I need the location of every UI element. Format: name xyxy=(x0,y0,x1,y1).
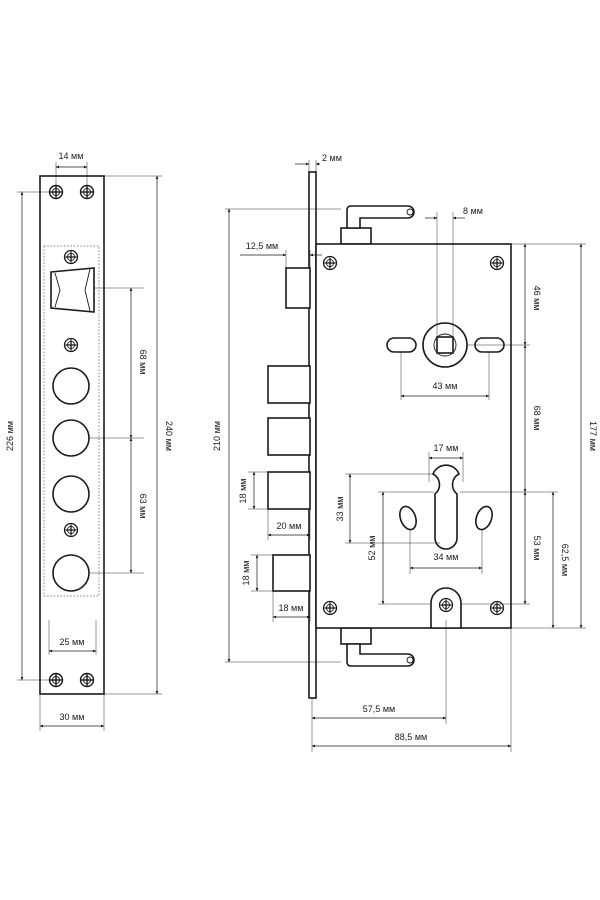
deadbolt-side xyxy=(267,417,311,456)
dimension-label: 210 мм xyxy=(212,421,222,451)
dimension-label: 18 мм xyxy=(238,479,248,504)
deadbolt-pin xyxy=(52,367,90,405)
dimension-label: 57,5 мм xyxy=(363,704,395,714)
dimension-label: 30 мм xyxy=(60,712,85,722)
dimension-label: 33 мм xyxy=(335,497,345,522)
dimension-label: 177 мм xyxy=(588,421,598,451)
bottom-rod-connector xyxy=(340,627,415,667)
mounting-hole xyxy=(399,505,417,531)
lock-side-view: 2 мм 8 мм 12,5 мм 210 мм 46 мм 68 мм 53 … xyxy=(212,153,598,752)
deadbolt-pin xyxy=(52,475,90,513)
screw-icon xyxy=(63,337,79,353)
faceplate-body-outline xyxy=(43,245,100,597)
screw-icon xyxy=(489,600,505,616)
dimension-label: 62,5 мм xyxy=(560,544,570,576)
screw-icon xyxy=(63,522,79,538)
bottom-hub xyxy=(430,587,462,629)
screw-icon xyxy=(79,672,95,688)
dimension-label: 52 мм xyxy=(367,536,377,561)
deadbolt-side xyxy=(267,471,311,510)
screw-icon xyxy=(322,600,338,616)
faceplate-view: 14 мм 226 мм 240 мм 68 мм 63 мм 25 мм 30… xyxy=(5,151,174,731)
dimension-label: 46 мм xyxy=(532,286,542,311)
dimension-label: 14 мм xyxy=(59,151,84,161)
dimension-label: 20 мм xyxy=(277,521,302,531)
lock-body xyxy=(315,243,512,629)
mounting-hole xyxy=(475,505,493,531)
dimension-label: 63 мм xyxy=(138,494,148,519)
screw-icon xyxy=(48,184,64,200)
screw-icon xyxy=(63,249,79,265)
screw-icon xyxy=(322,255,338,271)
screw-icon xyxy=(489,255,505,271)
dimension-label: 17 мм xyxy=(434,443,459,453)
dimension-label: 12,5 мм xyxy=(246,241,278,251)
dimension-label: 25 мм xyxy=(60,637,85,647)
dimension-label: 34 мм xyxy=(434,552,459,562)
screw-icon xyxy=(48,672,64,688)
top-rod-connector xyxy=(340,205,415,245)
latch-bolt-side xyxy=(285,267,311,309)
faceplate-outline xyxy=(39,175,105,695)
screw-icon xyxy=(79,184,95,200)
dimension-label: 68 мм xyxy=(138,350,148,375)
dimension-label: 18 мм xyxy=(241,561,251,586)
deadbolt-pin xyxy=(52,419,90,457)
dimension-label: 68 мм xyxy=(532,406,542,431)
dimension-label: 53 мм xyxy=(532,536,542,561)
dimension-label: 2 мм xyxy=(322,153,342,163)
deadbolt-side xyxy=(272,554,311,592)
dimension-label: 43 мм xyxy=(433,381,458,391)
dimension-label: 240 мм xyxy=(164,421,174,451)
dimension-label: 18 мм xyxy=(279,603,304,613)
mounting-hole xyxy=(386,337,417,353)
deadbolt-pin xyxy=(52,554,90,592)
dimension-label: 88,5 мм xyxy=(395,732,427,742)
dimension-label: 226 мм xyxy=(5,421,15,451)
deadbolt-side xyxy=(267,365,311,404)
dimension-label: 8 мм xyxy=(463,206,483,216)
cylinder-cutout xyxy=(431,464,461,550)
latch-bolt xyxy=(50,267,95,313)
